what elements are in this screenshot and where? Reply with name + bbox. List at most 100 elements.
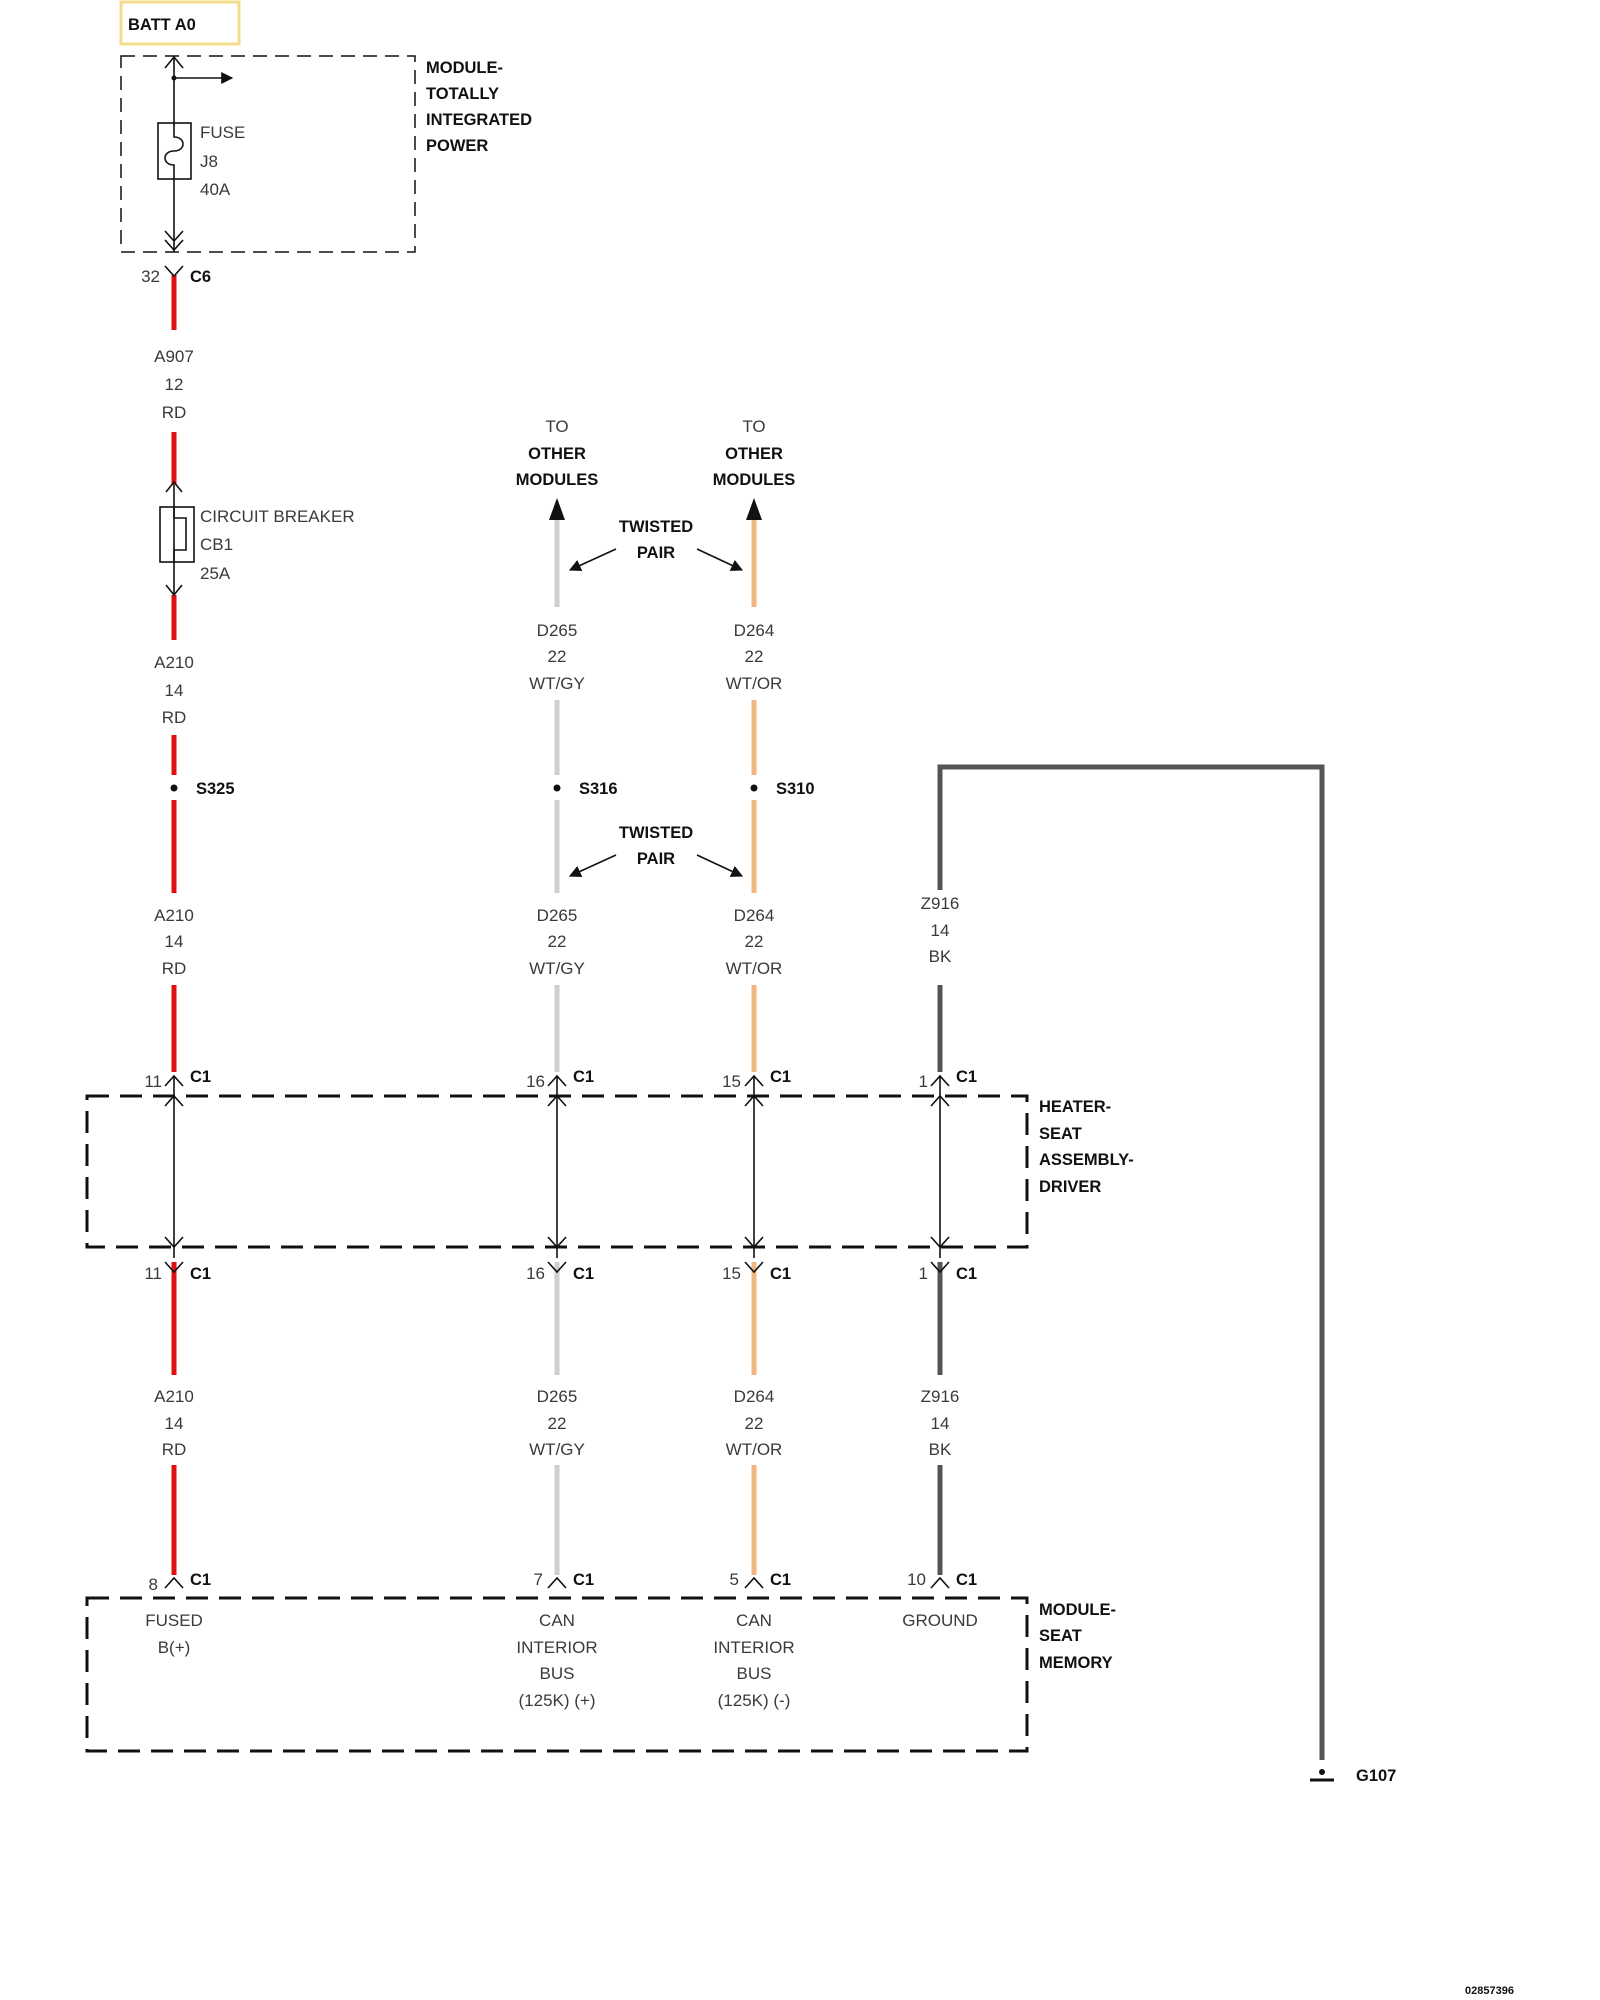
splice-dot: [750, 784, 758, 792]
fuse-rating: 40A: [200, 180, 231, 199]
pin-number: 7: [534, 1570, 543, 1589]
pin-number: 32: [141, 267, 160, 286]
pin-function: GROUND: [902, 1611, 978, 1630]
wires: [171, 275, 1325, 1760]
pin-number: 5: [730, 1570, 739, 1589]
wire-gauge: 22: [548, 647, 567, 666]
wire-gauge: 14: [165, 1414, 184, 1433]
splice-dot: [170, 784, 178, 792]
pin-number: 8: [149, 1575, 158, 1594]
connector-c1-symbol: [164, 1261, 184, 1274]
ground-point: [1319, 1769, 1325, 1775]
pin-number: 15: [722, 1072, 741, 1091]
connector-label: C1: [573, 1265, 594, 1283]
connector-label: C1: [573, 1068, 594, 1086]
connector-label: C1: [956, 1571, 977, 1589]
tipm-output-chevron: [164, 230, 184, 252]
wire-code: Z916: [921, 1387, 960, 1406]
tipm-module: FUSE J8 40A MODULE- TOTALLY INTEGRATED P…: [120, 55, 532, 286]
tipm-branch-dot: [171, 75, 177, 81]
seat-memory-box: [85, 1596, 1029, 1753]
wire-color: RD: [162, 959, 187, 978]
tipm-input-chevron: [164, 55, 184, 69]
inner-chevron: [744, 1094, 764, 1107]
twisted-pair-upper: TWISTED PAIR: [568, 518, 744, 571]
wire-code: D264: [734, 1387, 775, 1406]
breaker-top-chevron: [165, 480, 183, 493]
inner-chevron: [930, 1236, 950, 1249]
connector-label: C1: [956, 1068, 977, 1086]
connector-c1-symbol: [744, 1576, 764, 1589]
twisted-pair-lower: TWISTED PAIR: [568, 824, 744, 877]
twisted-arrow-right: [696, 548, 744, 571]
pin-number: 11: [144, 1264, 162, 1283]
up-arrow: [746, 498, 762, 520]
breaker-element: [173, 507, 187, 562]
breaker-bottom-chevron: [165, 584, 183, 597]
connector-c1-symbol: [930, 1074, 950, 1087]
wire-code: Z916: [921, 894, 960, 913]
connector-c1-symbol: [547, 1261, 567, 1274]
wire-gauge: 12: [165, 375, 184, 394]
seat-memory-name: MEMORY: [1039, 1654, 1113, 1672]
pin-function: FUSED: [145, 1611, 203, 1630]
connector-c1-symbol: [930, 1576, 950, 1589]
inner-chevron: [547, 1094, 567, 1107]
other-label: OTHER: [725, 445, 783, 463]
wire-z916-ground-run: [937, 764, 1325, 1760]
wire-color: WT/GY: [529, 674, 585, 693]
modules-label: MODULES: [713, 471, 796, 489]
connector-c1-symbol: [744, 1074, 764, 1087]
wire-gauge: 22: [548, 932, 567, 951]
wire-color: WT/GY: [529, 1440, 585, 1459]
wire-color: RD: [162, 1440, 187, 1459]
pin-number: 11: [144, 1072, 162, 1091]
splice-label: S325: [196, 780, 235, 798]
pin-function: CAN: [736, 1611, 772, 1630]
pair-label: PAIR: [637, 850, 675, 868]
wire-gauge: 22: [745, 1414, 764, 1433]
pin-number: 1: [919, 1072, 928, 1091]
twisted-arrow-left: [568, 854, 617, 877]
up-arrow: [549, 498, 565, 520]
to-other-modules-d265: TO OTHER MODULES: [516, 417, 599, 520]
connector-c1-symbol: [744, 1261, 764, 1274]
connector-c1-symbol: [930, 1261, 950, 1274]
wire-gauge: 14: [931, 921, 950, 940]
splice-dot: [553, 784, 561, 792]
document-id: 02857396: [1465, 1985, 1514, 1997]
breaker-label: CIRCUIT BREAKER: [200, 507, 355, 526]
connector-label: C1: [770, 1068, 791, 1086]
fuse-element: [164, 123, 184, 179]
pin-function: (125K) (-): [718, 1691, 791, 1710]
wire-gauge: 22: [745, 932, 764, 951]
seat-memory-name: MODULE-: [1039, 1601, 1116, 1619]
seat-memory-name: SEAT: [1039, 1627, 1082, 1645]
tipm-name-line: POWER: [426, 137, 488, 155]
connector-label: C6: [190, 268, 211, 286]
connector-c1-symbol: [164, 1576, 184, 1589]
to-other-modules-d264: TO OTHER MODULES: [713, 417, 796, 520]
wire-code: A210: [154, 906, 194, 925]
wire-color: BK: [929, 947, 952, 966]
wire-color: RD: [162, 403, 187, 422]
batt-label: BATT A0: [128, 16, 196, 34]
wire-gauge: 14: [165, 932, 184, 951]
pin-number: 16: [526, 1072, 545, 1091]
twisted-label: TWISTED: [619, 518, 693, 536]
connector-label: C1: [190, 1265, 211, 1283]
inner-chevron: [930, 1094, 950, 1107]
wire-color: WT/GY: [529, 959, 585, 978]
tipm-name-line: INTEGRATED: [426, 111, 532, 129]
ground-label: G107: [1356, 1767, 1396, 1785]
fuse-id: J8: [200, 152, 218, 171]
inner-chevron: [164, 1236, 184, 1249]
modules-label: MODULES: [516, 471, 599, 489]
pair-label: PAIR: [637, 544, 675, 562]
tipm-name-line: MODULE-: [426, 59, 503, 77]
wire-code: A210: [154, 1387, 194, 1406]
wire-gauge: 14: [165, 681, 184, 700]
circuit-breaker: CIRCUIT BREAKER CB1 25A: [159, 480, 355, 597]
breaker-symbol: [159, 506, 195, 563]
